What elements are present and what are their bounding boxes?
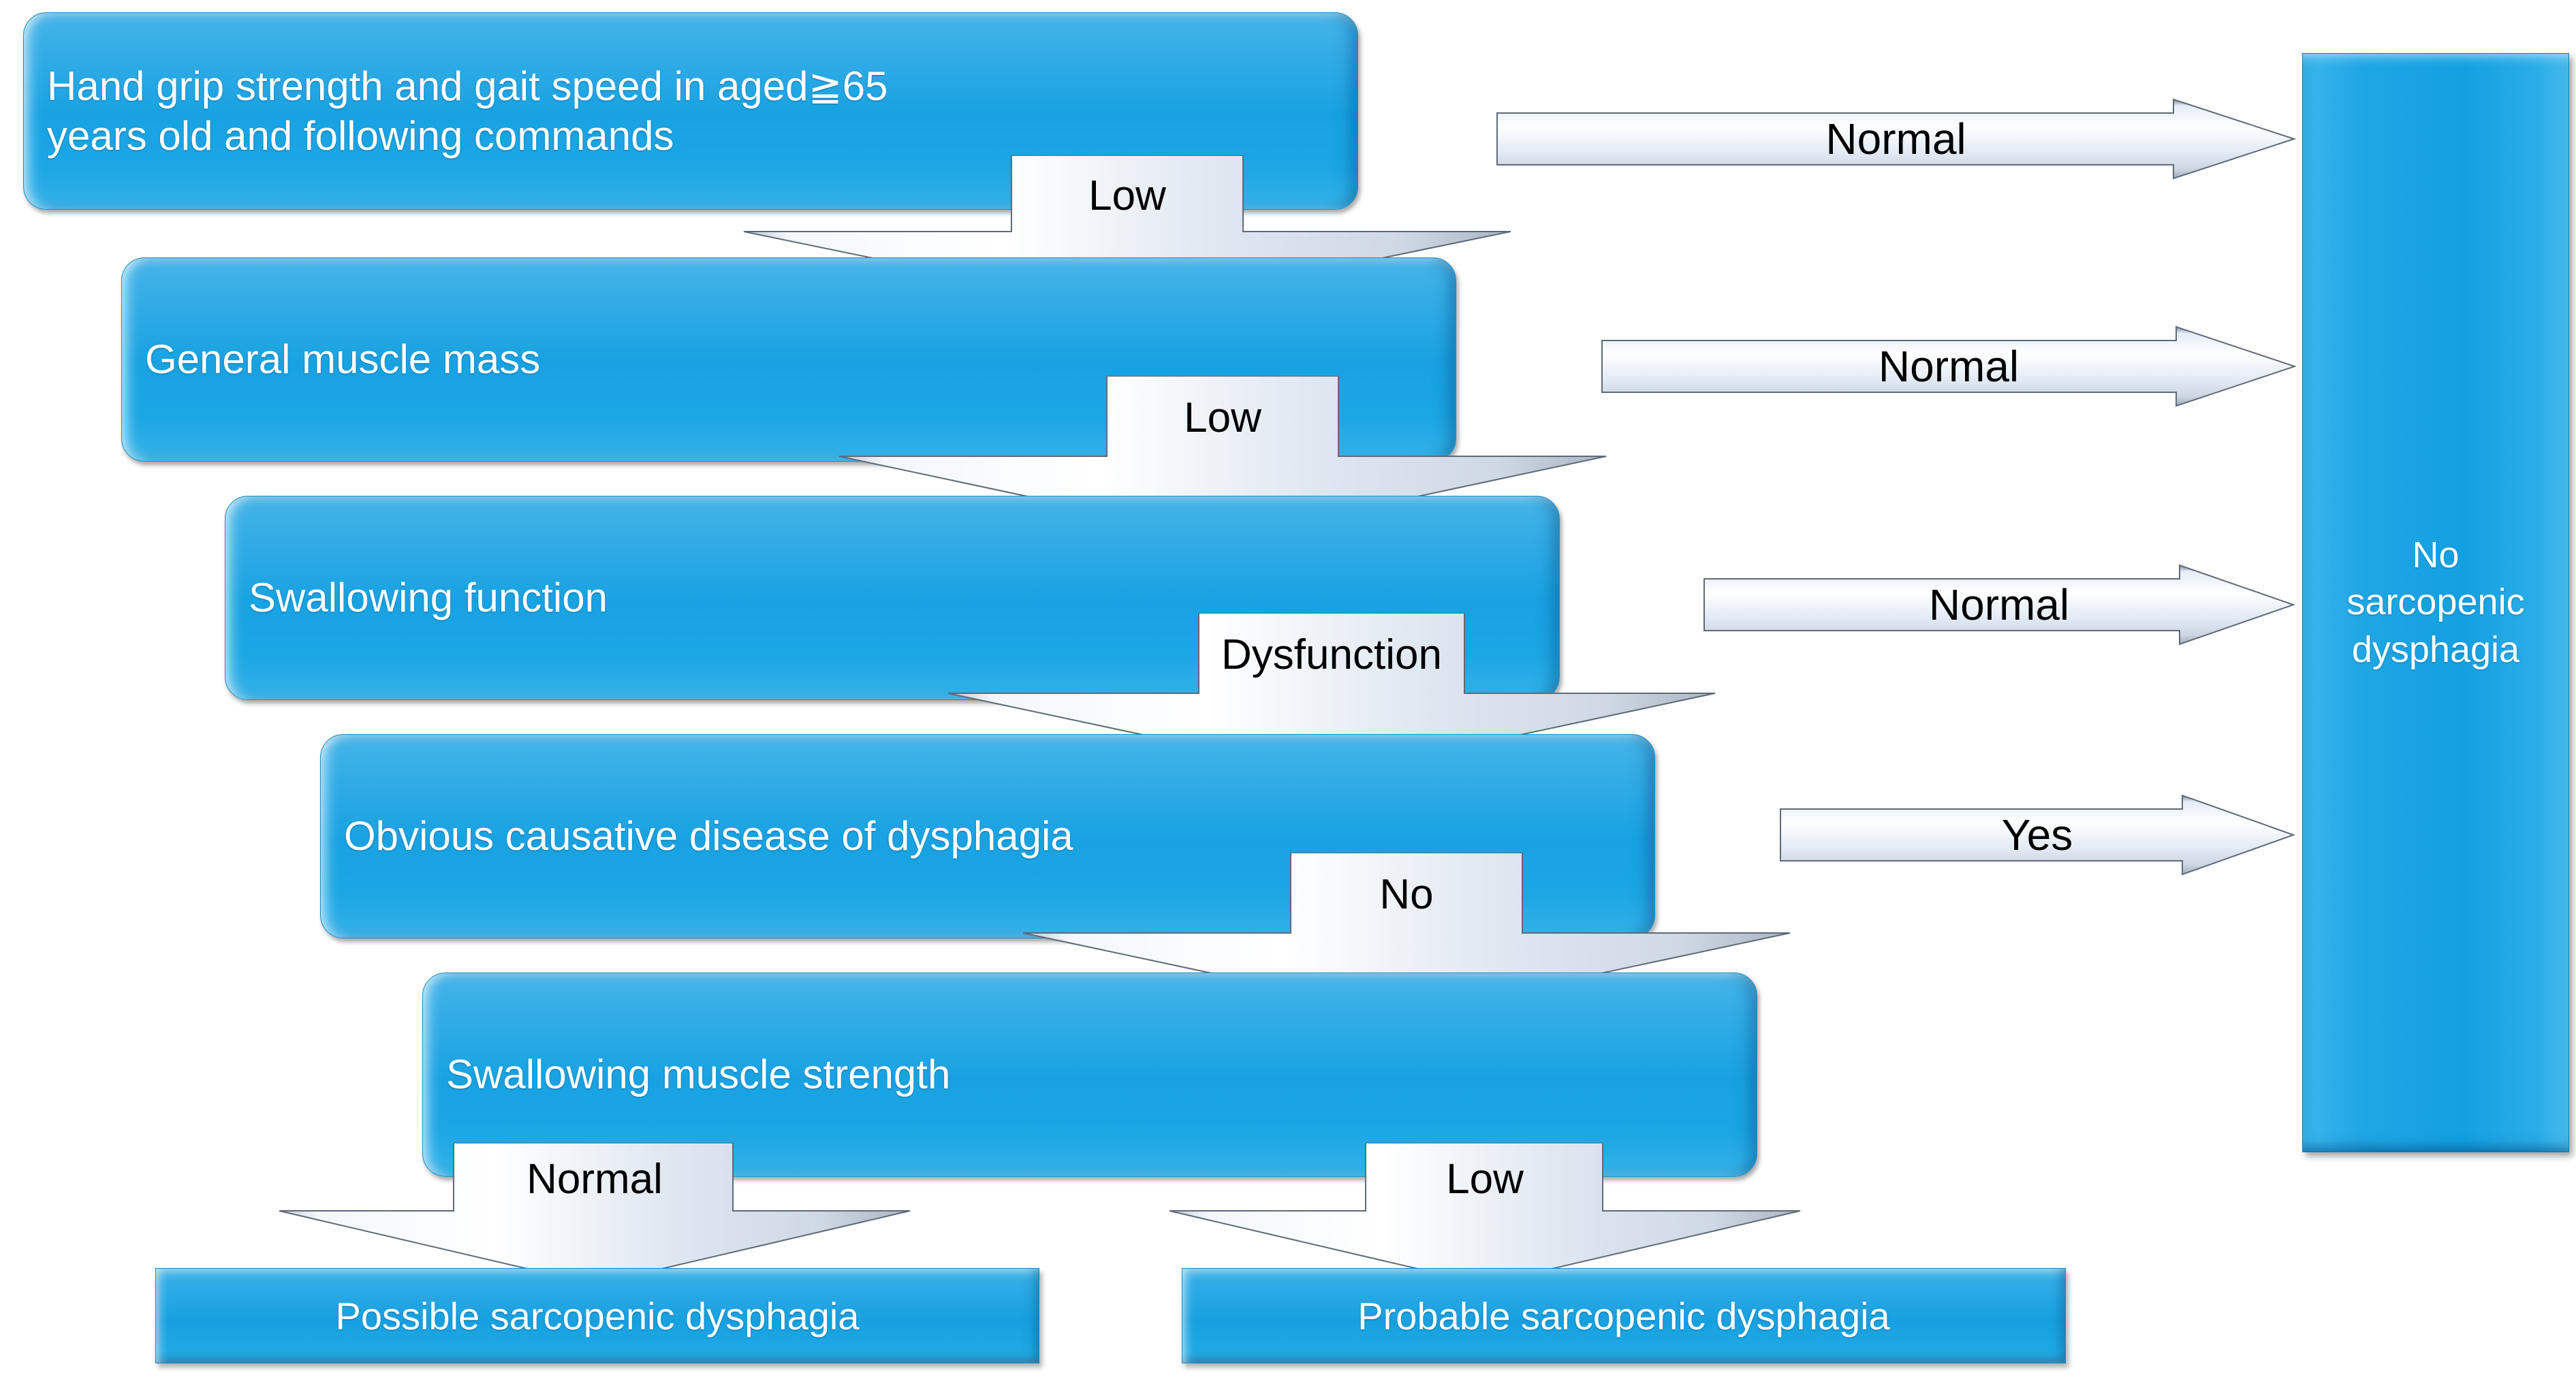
right-arrow-icon — [1496, 98, 2296, 180]
right-arrow-normal-2[interactable]: Normal — [1601, 326, 2297, 407]
right-arrow-icon — [1601, 326, 2297, 407]
step-box-label: Obvious causative disease of dysphagia — [344, 813, 1073, 859]
down-arrow-icon — [279, 1143, 911, 1286]
down-arrow-icon — [1169, 1143, 1801, 1286]
outcome-label: Possible sarcopenic dysphagia — [335, 1294, 860, 1338]
step-box-hand-grip-strength[interactable]: Hand grip strength and gait speed in age… — [23, 12, 1358, 210]
step-box-label: Swallowing function — [249, 575, 608, 621]
outcome-panel-label: No sarcopenic dysphagia — [2346, 535, 2525, 670]
step-box-label: Hand grip strength and gait speed in age… — [47, 63, 888, 159]
step-box-swallowing-function[interactable]: Swallowing function — [225, 496, 1560, 700]
outcome-label: Probable sarcopenic dysphagia — [1357, 1294, 1890, 1338]
step-box-label: General muscle mass — [145, 336, 541, 383]
down-arrow-low-right[interactable]: Low — [1168, 1143, 1802, 1286]
right-arrow-icon — [1780, 794, 2295, 876]
right-arrow-icon — [1703, 564, 2295, 646]
outcome-box-probable-sarcopenic-dysphagia[interactable]: Probable sarcopenic dysphagia — [1182, 1268, 2066, 1363]
right-arrow-yes[interactable]: Yes — [1779, 794, 2295, 876]
right-arrow-normal-3[interactable]: Normal — [1703, 564, 2295, 646]
right-arrow-normal-1[interactable]: Normal — [1496, 98, 2296, 180]
down-arrow-normal-left[interactable]: Normal — [278, 1143, 911, 1286]
outcome-box-possible-sarcopenic-dysphagia[interactable]: Possible sarcopenic dysphagia — [155, 1268, 1039, 1363]
outcome-panel-no-sarcopenic-dysphagia[interactable]: No sarcopenic dysphagia — [2302, 53, 2569, 1152]
step-box-label: Swallowing muscle strength — [446, 1051, 951, 1098]
